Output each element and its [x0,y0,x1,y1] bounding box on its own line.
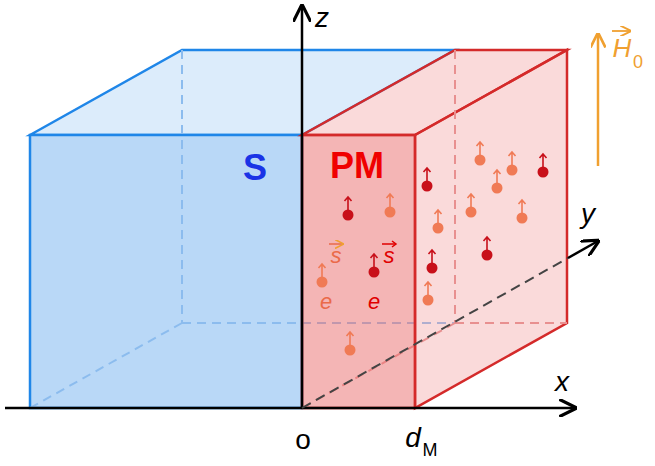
spin-arrow [345,197,352,210]
electron [517,213,528,224]
spin [475,142,486,166]
electron [343,210,354,221]
spin [345,332,356,356]
pm-side-face [415,50,567,408]
spin [507,152,518,176]
s-hidden-edge [181,50,183,323]
electron [422,181,433,192]
axis-label: y [581,200,595,228]
spin-arrow [387,194,394,207]
spin-arrow [477,142,484,155]
spin-label: s [384,245,395,267]
spin-label: s [331,245,342,267]
electron [492,183,503,194]
paramagnet-block [302,50,567,408]
spin-arrow [540,154,547,167]
spin-arrow [319,264,326,277]
pm-front-face [302,135,415,408]
region-label: PM [330,148,384,184]
electron [466,207,477,218]
field-subscript: 0 [633,53,643,71]
field-arrow [597,34,600,166]
thickness-label: d [405,424,421,452]
spin [517,200,528,224]
spin [466,194,477,218]
pm-hidden-edge [455,322,567,324]
electron [475,155,486,166]
electron [385,207,396,218]
spin [385,194,396,218]
spin-arrow [371,254,378,267]
vector-arrow [612,30,630,32]
spin [423,282,434,306]
spin-arrow [435,210,442,223]
electron-label: e [368,291,380,313]
thickness-subscript: M [423,441,438,459]
electron [317,277,328,288]
spin-arrow [468,194,475,207]
s-hidden-edge [30,323,182,408]
spin-group [317,142,549,356]
electron [345,345,356,356]
field-label: H [613,35,632,61]
spin [427,250,438,274]
spin-arrow [509,152,516,165]
electron [482,250,493,261]
y-axis [568,241,598,258]
axis-label: x [555,368,569,396]
spin-arrow [429,250,436,263]
origin-label: o [295,426,311,454]
spin [492,170,503,194]
electron [369,267,380,278]
spin-arrow [494,170,501,183]
superconductor-region: S [239,148,271,188]
pm-hidden-edge [454,50,456,323]
spin-arrow [347,332,354,345]
spin-arrow [424,168,431,181]
electron [538,167,549,178]
electron [507,165,518,176]
axis-label: z [315,4,329,32]
z-axis [301,6,304,408]
spin [482,237,493,261]
spin-arrow [425,282,432,295]
electron-label: e [320,291,332,313]
spin [317,264,328,288]
electron [427,263,438,274]
spin [538,154,549,178]
spin [343,197,354,221]
region-label: S [243,150,267,186]
paramagnet-region: PM [326,146,388,186]
spin [422,168,433,192]
s-front-face [30,135,302,408]
spin [369,254,380,278]
spin-arrow [484,237,491,250]
spin-arrow [519,200,526,213]
electron [433,223,444,234]
y-axis-hidden [302,258,568,408]
electron [423,295,434,306]
spin [433,210,444,234]
x-axis [5,407,575,410]
